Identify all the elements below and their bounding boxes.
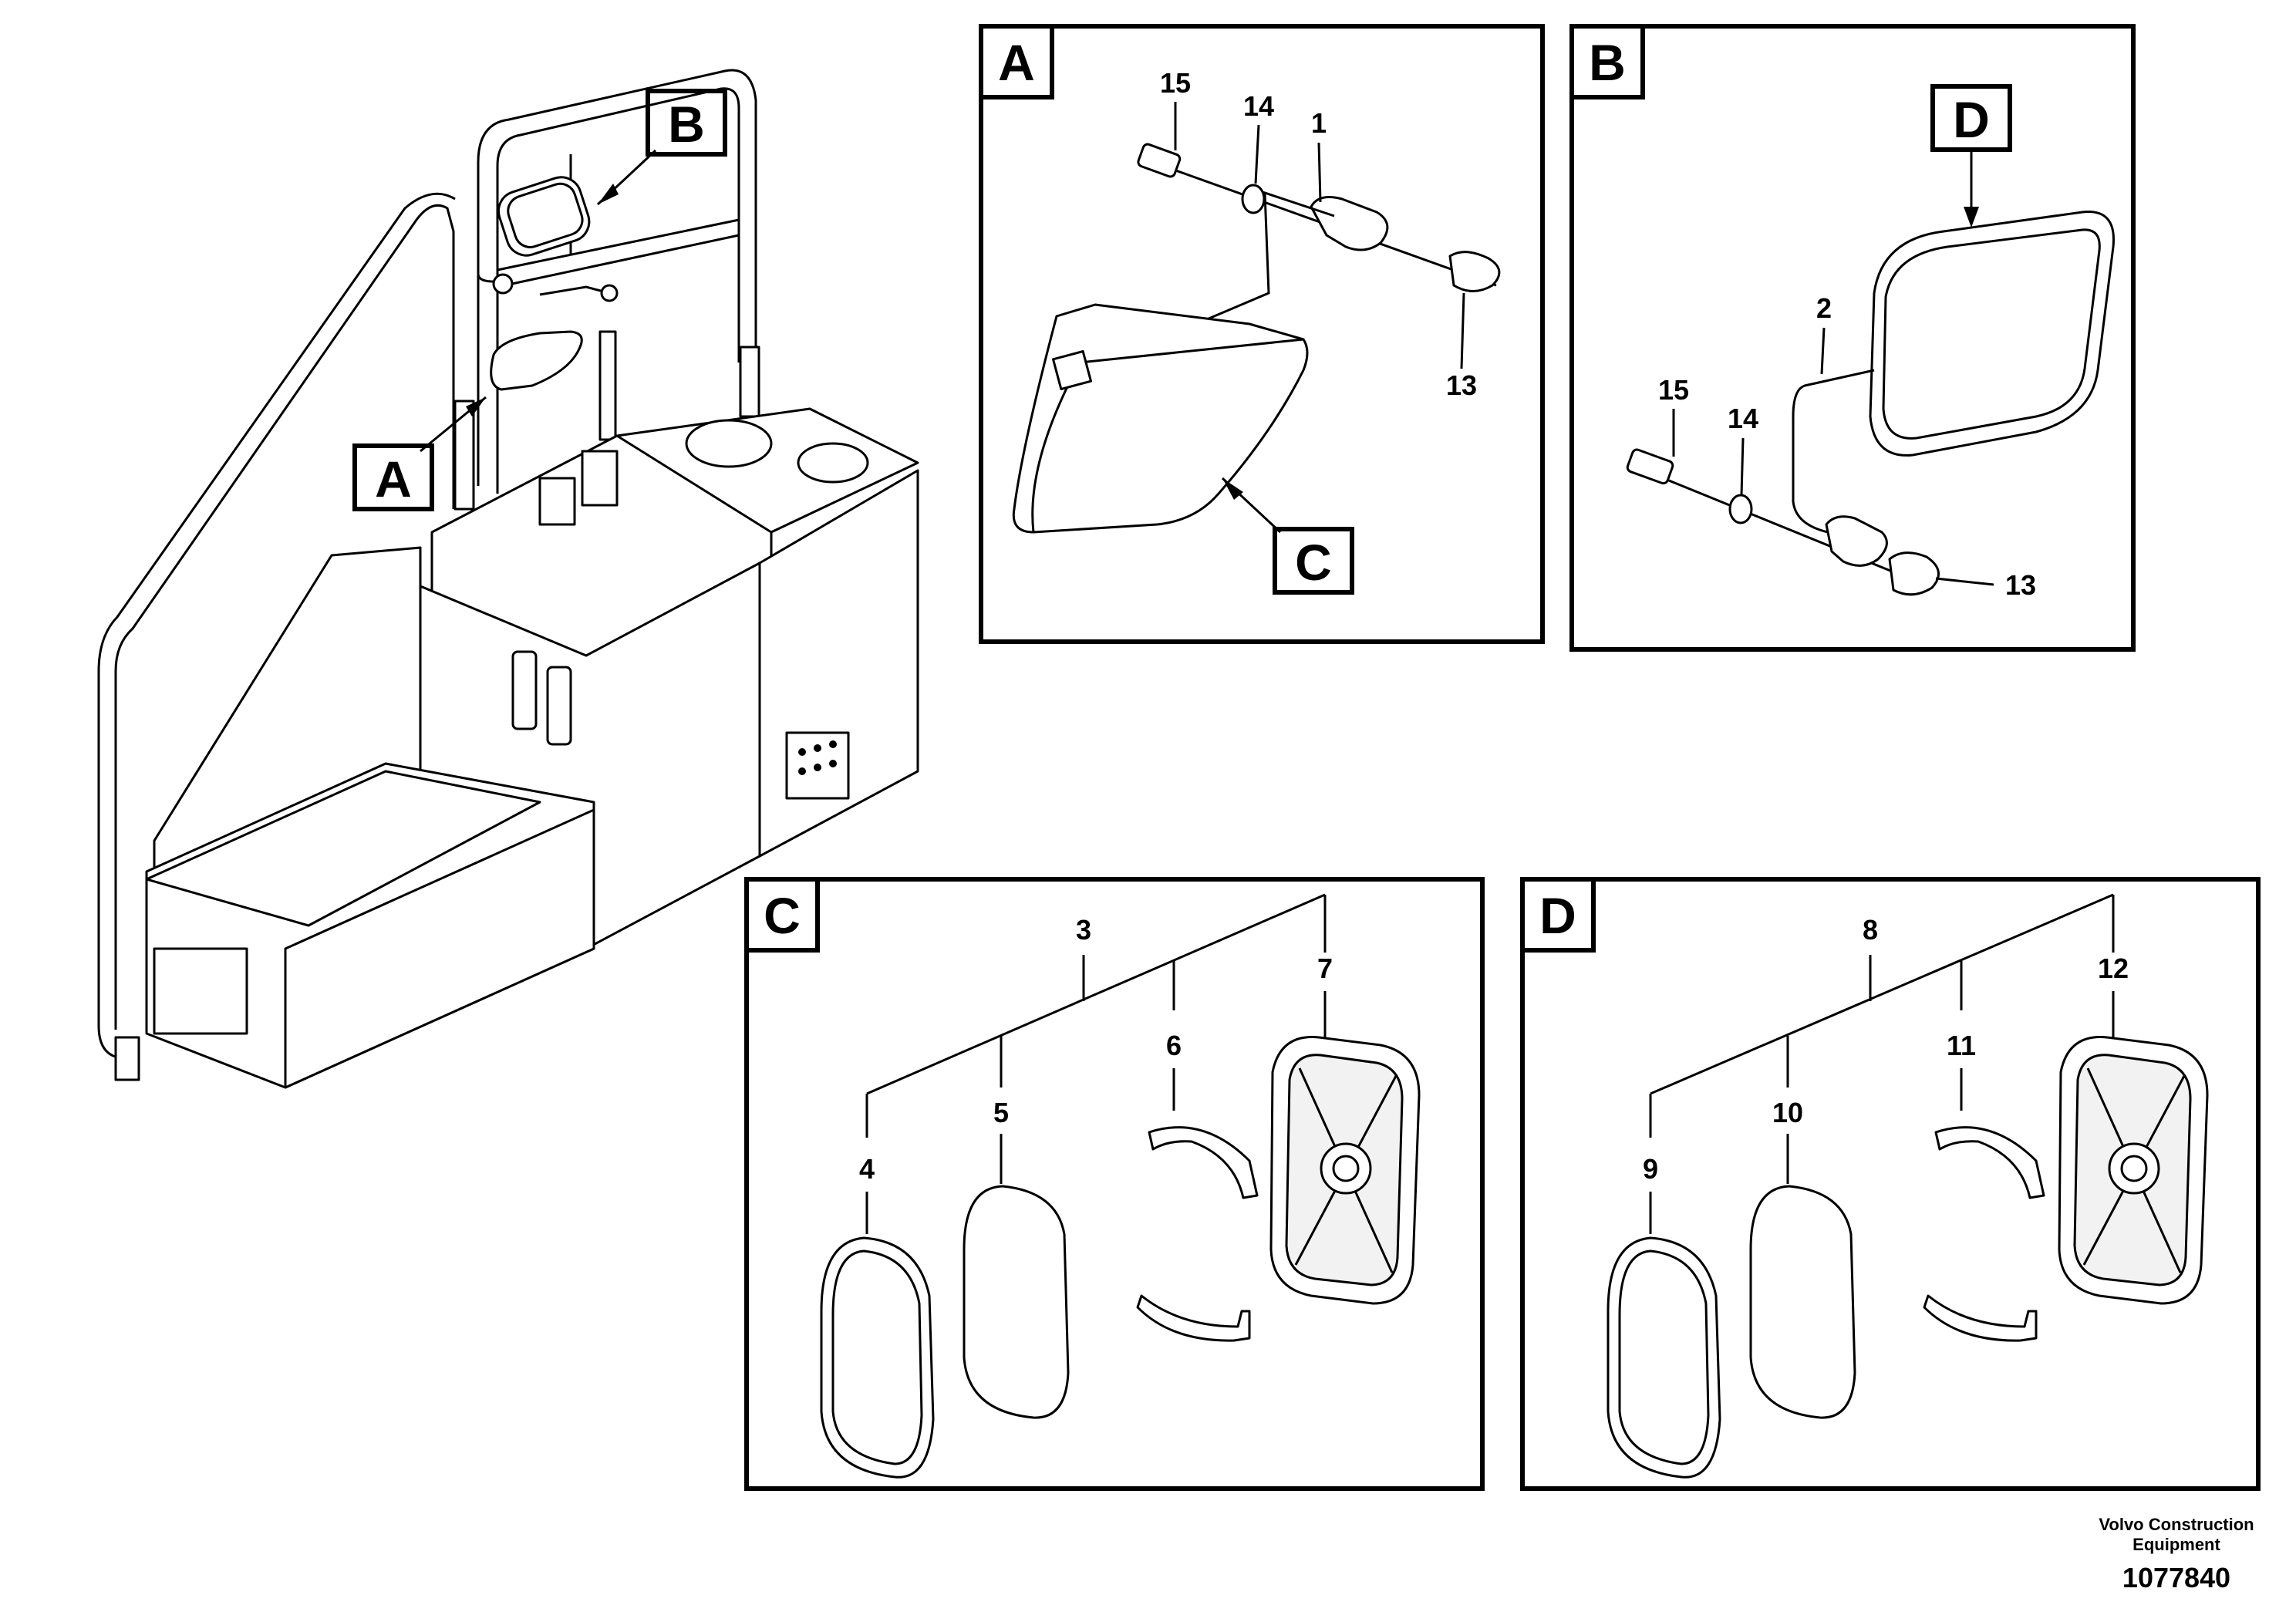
panel-c-callout-4: 4 — [859, 1153, 875, 1185]
panel-d-callout-10: 10 — [1772, 1097, 1803, 1128]
panel-c-callout-3: 3 — [1076, 914, 1091, 946]
overview-label-a: A — [375, 450, 412, 508]
part-10-mirror-glass — [1749, 1185, 1856, 1419]
part-11-clips — [1923, 1126, 2045, 1342]
panel-d-callout-12: 12 — [2098, 953, 2129, 984]
panel-c-tag: C — [764, 887, 801, 944]
panel-d-callout-8: 8 — [1863, 914, 1878, 946]
panel-d-tag: D — [1539, 887, 1576, 944]
drawing-number: 1077840 — [2122, 1562, 2230, 1593]
overview-mirror-a — [490, 284, 619, 391]
panel-d-callout-11: 11 — [1947, 1030, 1976, 1061]
part-7-mirror-housing — [1269, 1036, 1421, 1305]
panel-c: C 3 7 6 5 4 — [744, 877, 1485, 1491]
company-name-line1: Volvo Construction — [2099, 1515, 2254, 1534]
panel-a-callout-13: 13 — [1446, 369, 1477, 401]
company-name-line2: Equipment — [2132, 1535, 2220, 1554]
panel-a-tag: A — [998, 34, 1035, 91]
panel-b-callout-15: 15 — [1658, 374, 1689, 406]
machine-overview — [97, 69, 919, 1089]
panel-b-tag: B — [1589, 34, 1626, 91]
part-9-mirror-frame — [1607, 1236, 1721, 1479]
part-4-mirror-frame — [820, 1236, 935, 1479]
panel-b-callout-2: 2 — [1816, 292, 1832, 324]
panel-c-callout-5: 5 — [993, 1097, 1009, 1128]
panel-b: B D 2 15 14 13 — [1569, 24, 2136, 652]
part-6-clips — [1136, 1126, 1259, 1342]
panel-a-callout-15: 15 — [1160, 67, 1191, 99]
panel-d: D 8 12 11 10 9 — [1520, 877, 2261, 1491]
part-5-mirror-glass — [963, 1185, 1070, 1419]
panel-a-callout-1: 1 — [1311, 107, 1327, 139]
overview-callout-b: B — [596, 89, 727, 206]
panel-b-callout-d: D — [1953, 91, 1990, 148]
panel-a-callout-14: 14 — [1243, 90, 1274, 122]
panel-c-callout-7: 7 — [1317, 953, 1333, 984]
overview-label-b: B — [668, 96, 705, 153]
panel-d-callout-9: 9 — [1643, 1153, 1658, 1185]
overview-mirror-b — [477, 176, 591, 295]
panel-a-callout-c: C — [1295, 534, 1332, 591]
footer: Volvo Construction Equipment 1077840 — [2099, 1515, 2254, 1593]
panel-a: A 15 14 1 13 C — [979, 24, 1545, 644]
panel-b-callout-13: 13 — [2005, 569, 2036, 601]
panel-c-callout-6: 6 — [1166, 1030, 1182, 1061]
overview-callout-a: A — [352, 396, 487, 511]
part-12-mirror-housing — [2058, 1036, 2209, 1305]
panel-b-callout-14: 14 — [1728, 403, 1758, 434]
